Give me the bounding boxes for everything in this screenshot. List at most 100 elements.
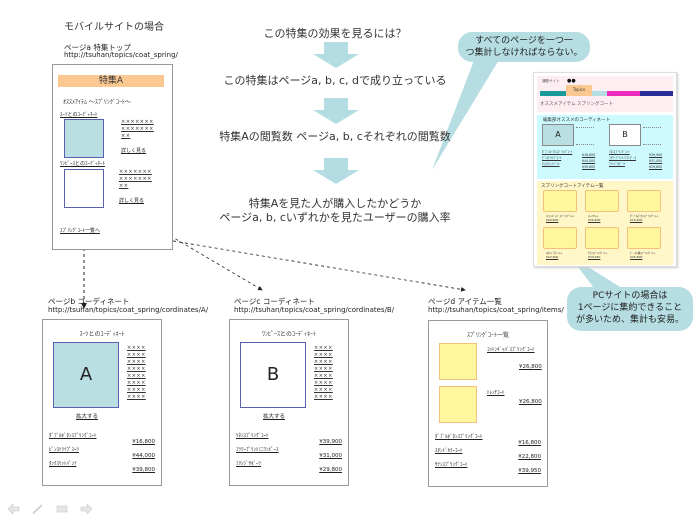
pc-dots [643,127,661,145]
item-price: ¥39,900 [319,439,342,445]
pc-grid-item[interactable]: ﾋﾟｰｽﾄ襟ｽﾌﾟﾘﾝｸﾞｺｰﾄ¥26,800 [627,227,665,263]
pc-grid-item[interactable]: ｻﾃﾝｽﾌﾟﾘﾝｸﾞｺｰﾄ¥39,950 [585,227,623,263]
page-a-mockup: 特集A ｵｽｽﾒｱｲﾃﾑ ～ｽﾌﾟﾘﾝｸﾞｺｰﾄ～ ｽｰﾂとのｺｰﾃﾞｨﾈｰﾄ … [52,64,173,250]
xx-line: ××××××× [119,169,152,175]
pc-coord-price: ¥16,800 [582,153,596,157]
xx-line: ×××× [127,359,146,365]
pc-grid-name[interactable]: ﾀﾞﾌﾞﾙﾎﾞﾀﾝｽﾌﾟﾘﾝｸﾞｺｰﾄ [630,214,659,218]
page-b-image-a[interactable]: A [53,342,119,408]
suits-thumbnail[interactable] [64,119,104,158]
pc-grid-thumb[interactable] [543,190,577,212]
item-row: ｻﾃﾝｽﾌﾟﾘﾝｸﾞｺｰﾄ¥39,950 [435,461,541,475]
pc-coordinate-title: 編集部オススメのコーディネート [543,118,611,123]
pc-grid-thumb[interactable] [543,227,577,249]
pc-grid-name[interactable]: ﾄﾚﾝﾁｺｰﾄ [588,214,599,218]
item-price: ¥39,800 [132,467,155,473]
xx-line: ×××× [314,345,333,351]
pc-coord-item[interactable]: ﾌﾘﾝｼﾞｻﾎﾞｰﾂ [609,162,625,166]
pc-tab-topics[interactable]: Topics [566,85,592,96]
pc-grid-name[interactable]: ｻﾃﾝｽﾌﾟﾘﾝｸﾞｺｰﾄ [588,251,608,255]
item-name-link[interactable]: ﾀﾞﾌﾞﾙﾎﾞﾀﾝｽﾌﾟﾘﾝｸﾞｺｰﾄ [435,434,483,440]
item-name-link[interactable]: ﾀｯｸｽﾘｯﾄﾊﾟﾝﾂ [49,461,77,467]
pc-coord-item[interactable]: ﾀｯｸｽﾘｯﾄﾊﾟﾝﾂ [542,162,560,166]
page-a-url: http://tsuhan/topics/coat_spring/ [64,51,178,59]
nav-segment[interactable] [540,91,574,96]
callout-top-line: つ集計しなければならない。 [465,48,583,58]
callout-bottom: PCサイトの場合は 1ページに集約できること が多いため、集計も安易。 [567,287,693,331]
page-d-item-thumb[interactable] [439,386,477,423]
section-suits-detail-link[interactable]: 詳しく見る [121,148,147,154]
onepiece-thumbnail[interactable] [64,169,104,208]
xx-line: ×× [121,133,131,139]
item-row: ﾀﾞﾌﾞﾙﾎﾞﾀﾝｽﾌﾟﾘﾝｸﾞｺｰﾄ¥16,800 [49,432,155,446]
pc-grid-price: ¥26,800 [546,218,559,222]
pc-grid-item[interactable]: ﾀﾞﾌﾞﾙﾎﾞﾀﾝｽﾌﾟﾘﾝｸﾞｺｰﾄ¥16,800 [627,190,665,226]
pc-grid-item[interactable]: ｺｯﾄﾝｷﾞｬﾊﾞｽﾌﾟﾘﾝｸﾞｺｰﾄ¥26,800 [543,190,581,226]
page-c-image-b[interactable]: B [240,342,306,408]
xx-line: ×××× [127,352,146,358]
item-name-link[interactable]: ﾌﾗﾜｰﾌﾟﾘﾝﾄﾐﾆﾜﾝﾋﾟｰｽ [236,447,279,453]
pc-coordinate-section: 編集部オススメのコーディネート A B ﾀﾞﾌﾞﾙﾎﾞﾀﾝｽﾌﾟﾘﾝｸﾞｺｰﾄ … [537,115,673,179]
flow-step-1: この特集の効果を見るには？ [263,27,407,40]
pc-box-b[interactable]: B [609,124,641,146]
pc-grid-item[interactable]: ｽﾀﾝﾄﾞｶﾗｰｺｰﾄ¥22,800 [543,227,581,263]
nav-segment[interactable] [606,91,640,96]
page-b-zoom-link[interactable]: 拡大する [76,414,99,420]
pc-coord-item[interactable]: ﾋﾟﾝｽﾄﾗｲﾌﾟｽｰﾂ [542,156,562,160]
next-arrow-icon[interactable] [80,504,92,514]
pc-coord-item[interactable]: ﾌﾗﾜｰﾌﾟﾘﾝﾄﾐﾆﾜﾝﾋﾟｰｽ [609,156,637,160]
pc-header: 通販サイト ●● Topics オススメアイテム スプリングコート [537,76,673,112]
section-suits-heading[interactable]: ｽｰﾂとのｺｰﾃﾞｨﾈｰﾄ [60,112,98,118]
section-onepiece-detail-link[interactable]: 詳しく見る [119,198,145,204]
onepiece-desc: ××××××× ××××××× ×× [119,169,152,190]
page-b-mockup: ｽｰﾂとのｺｰﾃﾞｨﾈｰﾄ A ××××××××××××××××××××××××… [42,319,162,486]
pen-icon[interactable] [32,504,44,514]
section-onepiece-heading[interactable]: ﾜﾝﾋﾟｰｽとのｺｰﾃﾞｨﾈｰﾄ [60,161,105,167]
item-name-link[interactable]: ｽﾀﾝﾄﾞｶﾗｰｺｰﾄ [435,448,463,454]
pc-item-list-section: スプリングコートアイテム一覧 ｺｯﾄﾝｷﾞｬﾊﾞｽﾌﾟﾘﾝｸﾞｺｰﾄ¥26,80… [537,181,673,265]
xx-line: ×××× [314,373,333,379]
item-name-link[interactable]: ﾋﾟﾝｽﾄﾗｲﾌﾟｽｰﾂ [49,447,80,453]
page-c-zoom-link[interactable]: 拡大する [263,414,286,420]
pc-grid-thumb[interactable] [585,227,619,249]
page-a-label: ページa 特集トップ [64,43,131,52]
pc-coord-price: ¥31,000 [649,159,663,163]
slide-menu-icon[interactable] [56,504,68,514]
item-row: ﾋﾟﾝｽﾄﾗｲﾌﾟｽｰﾂ¥44,000 [49,446,155,460]
pc-coord-item[interactable]: ﾀﾞﾌﾞﾙﾎﾞﾀﾝｽﾌﾟﾘﾝｸﾞｺｰﾄ [542,150,573,154]
pc-coord-price: ¥39,900 [649,153,663,157]
callout-bottom-line: PCサイトの場合は [592,291,668,301]
pc-coord-items-left: ﾀﾞﾌﾞﾙﾎﾞﾀﾝｽﾌﾟﾘﾝｸﾞｺｰﾄ ﾋﾟﾝｽﾄﾗｲﾌﾟｽｰﾂ ﾀｯｸｽﾘｯﾄ… [542,149,572,167]
pc-grid-name[interactable]: ｽﾀﾝﾄﾞｶﾗｰｺｰﾄ [546,251,563,255]
item-name-link[interactable]: ﾘﾈﾝｽﾌﾟﾘﾝｸﾞｺｰﾄ [236,433,269,439]
pc-box-a[interactable]: A [542,124,574,146]
page-d-featured-name[interactable]: ｺｯﾄﾝｷﾞｬﾊﾞｽﾌﾟﾘﾝｸﾞｺｰﾄ [487,347,535,353]
pc-subtitle: オススメアイテム スプリングコート [540,102,613,107]
pc-grid-thumb[interactable] [627,190,661,212]
item-name-link[interactable]: ｻﾃﾝｽﾌﾟﾘﾝｸﾞｺｰﾄ [435,462,468,468]
pc-coord-item[interactable]: ﾘﾈﾝｽﾌﾟﾘﾝｸﾞｺｰﾄ [609,150,630,154]
flow-step-4: 特集Aを見た人が購入したかどうか [248,197,422,210]
item-name-link[interactable]: ﾌﾘﾝｼﾞｻﾎﾞｰﾂ [236,461,262,467]
nav-segment[interactable] [639,91,673,96]
page-d-featured-name[interactable]: ﾄﾚﾝﾁｺｰﾄ [487,390,505,396]
pc-grid-name[interactable]: ﾋﾟｰｽﾄ襟ｽﾌﾟﾘﾝｸﾞｺｰﾄ [630,251,656,255]
item-name-link[interactable]: ﾀﾞﾌﾞﾙﾎﾞﾀﾝｽﾌﾟﾘﾝｸﾞｺｰﾄ [49,433,97,439]
pc-dots [576,127,594,145]
flow-step-5: ページa, b, cいずれかを見たユーザーの購入率 [219,211,451,224]
pc-grid-thumb[interactable] [585,190,619,212]
page-d-item-thumb[interactable] [439,343,477,380]
suits-desc: ××××××× ××××××× ×× [121,119,154,140]
pc-grid-thumb[interactable] [627,227,661,249]
prev-arrow-icon[interactable] [8,504,20,514]
pc-grid-item[interactable]: ﾄﾚﾝﾁｺｰﾄ¥26,800 [585,190,623,226]
pc-coord-items-right: ﾘﾈﾝｽﾌﾟﾘﾝｸﾞｺｰﾄ ﾌﾗﾜｰﾌﾟﾘﾝﾄﾐﾆﾜﾝﾋﾟｰｽ ﾌﾘﾝｼﾞｻﾎﾞ… [609,149,636,167]
callout-top-line: すべてのページを一つ一 [475,36,573,46]
pc-list-title: スプリングコートアイテム一覧 [541,184,604,189]
item-row: ﾘﾈﾝｽﾌﾟﾘﾝｸﾞｺｰﾄ ¥39,900 [236,432,342,446]
pc-grid-name[interactable]: ｺｯﾄﾝｷﾞｬﾊﾞｽﾌﾟﾘﾝｸﾞｺｰﾄ [546,214,575,218]
coat-list-link[interactable]: ｽﾌﾟﾘﾝｸﾞｺｰﾄ一覧へ [60,228,101,234]
mobile-section-title: モバイルサイトの場合 [64,22,164,33]
